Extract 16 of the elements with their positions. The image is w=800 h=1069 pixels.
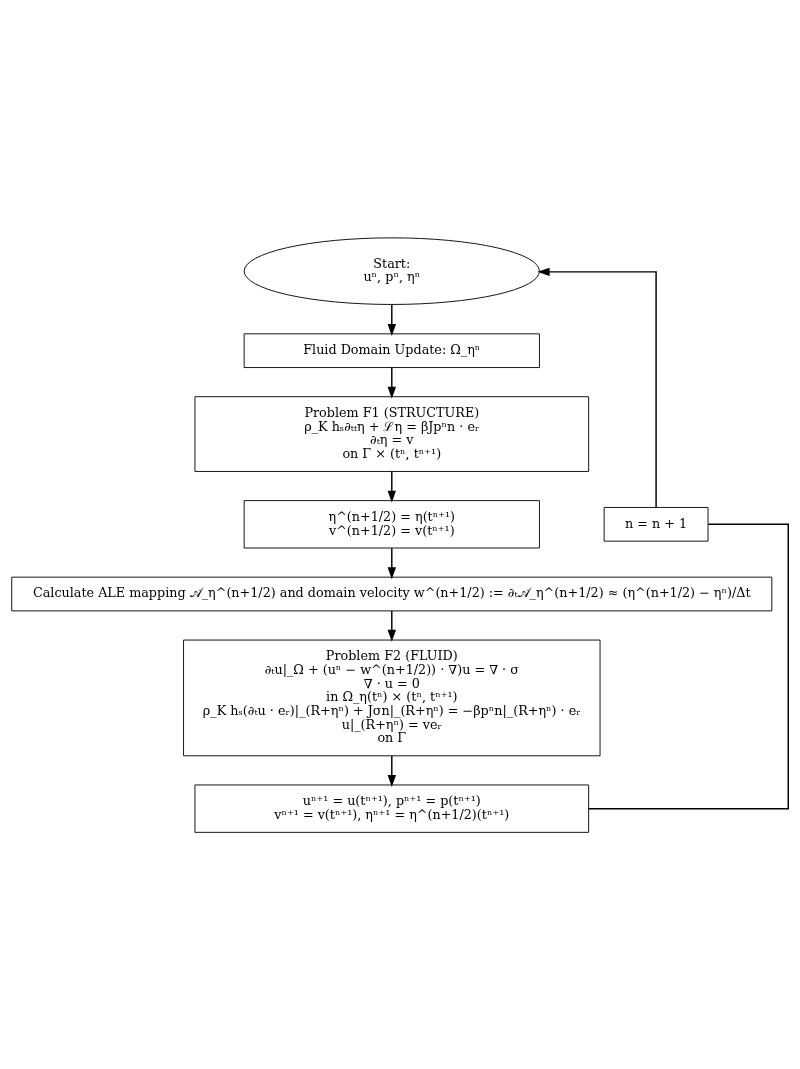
connector: [588, 523, 789, 809]
arrow: [537, 267, 657, 508]
node-box: Calculate ALE mapping 𝒜_η^(n+1/2) and domain velocity w^(n+1/2) := ∂ₜ𝒜_η^(n+1/2) ≈ (η^(n+1/2) − ηⁿ)/Δt: [11, 576, 773, 611]
node-box: Fluid Domain Update: Ω_ηⁿ: [243, 332, 540, 368]
node-box: η^(n+1/2) = η(tⁿ⁺¹) v^(n+1/2) = v(tⁿ⁺¹): [243, 499, 540, 548]
node-box: Problem F1 (STRUCTURE) ρ_K hₛ∂ₜₜη + ℒη = βJpⁿn · eᵣ ∂ₜη = v on Γ × (tⁿ, tⁿ⁺¹): [194, 395, 590, 472]
arrow: [387, 609, 396, 642]
arrow: [387, 366, 396, 399]
arrow: [387, 470, 396, 503]
node-ellipse: Start: uⁿ, pⁿ, ηⁿ: [243, 236, 540, 305]
node-box: n = n + 1: [603, 506, 709, 542]
arrow: [387, 303, 396, 336]
node-box: Problem F2 (FLUID) ∂ₜu|_Ω + (uⁿ − w^(n+1/2)) · ∇)u = ∇ · σ ∇ · u = 0 in Ω_η(tⁿ) × (tⁿ, tⁿ⁺¹) ρ_K hₛ(∂ₜu · eᵣ)|_(R+ηⁿ) + Jσn|_(R+ηⁿ) = −βpⁿn|_(R+ηⁿ) · eᵣ u|_(R+ηⁿ) = veᵣ on Γ: [183, 639, 601, 756]
node-box: uⁿ⁺¹ = u(tⁿ⁺¹), pⁿ⁺¹ = p(tⁿ⁺¹) vⁿ⁺¹ = v(tⁿ⁺¹), ηⁿ⁺¹ = η^(n+1/2)(tⁿ⁺¹): [194, 784, 590, 833]
arrow: [387, 754, 396, 787]
arrow: [387, 547, 396, 579]
